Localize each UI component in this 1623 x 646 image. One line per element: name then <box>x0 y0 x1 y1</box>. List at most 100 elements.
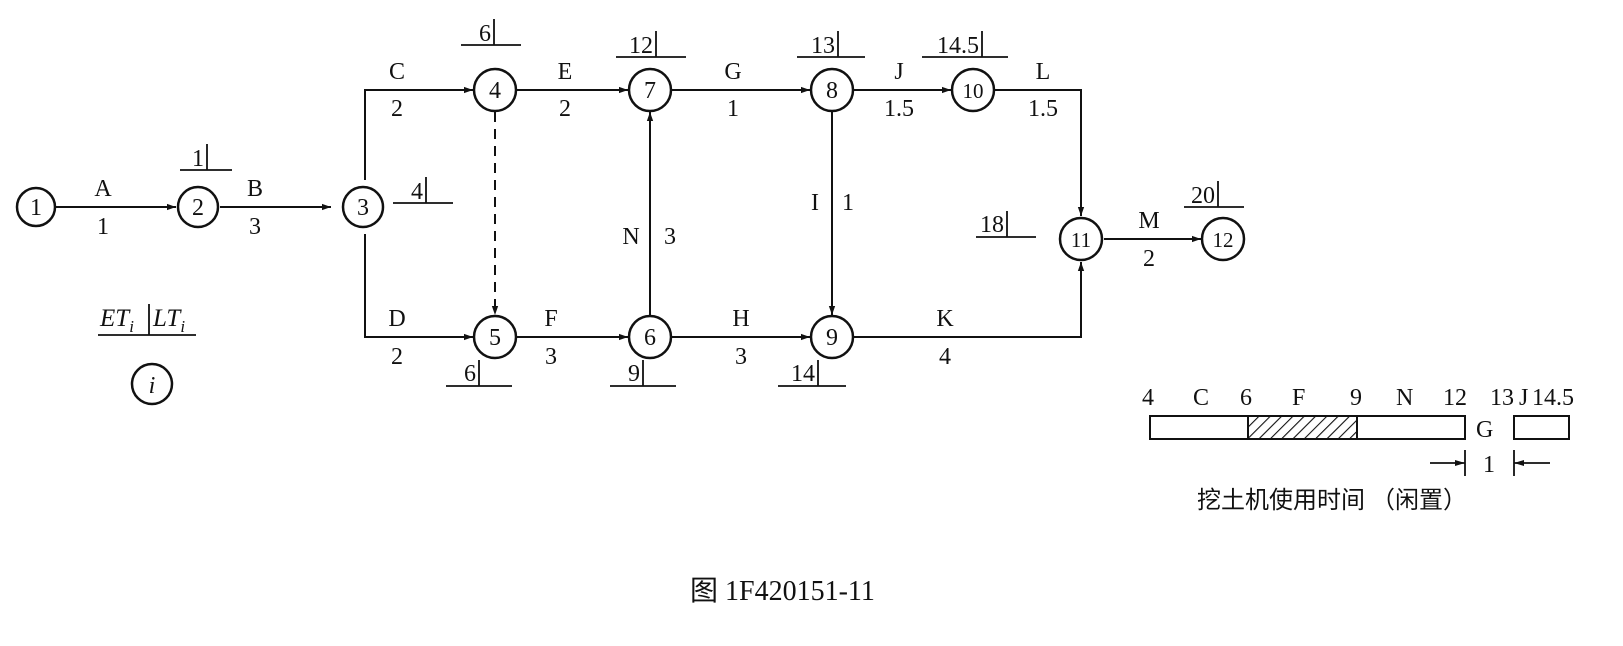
activity-label-H: H <box>732 306 749 332</box>
node-8-time-bracket <box>797 31 865 58</box>
node-3-time: 4 <box>411 179 423 205</box>
node-3-label: 3 <box>357 195 369 221</box>
node-12-time: 20 <box>1191 183 1215 209</box>
node-4-time: 6 <box>479 21 491 47</box>
node-3-circle <box>341 185 385 229</box>
timeline-label-N: N <box>1396 385 1413 411</box>
legend-et: ETi <box>99 305 134 336</box>
activity-duration-A: 1 <box>97 214 109 240</box>
node-11-time-bracket <box>976 211 1036 238</box>
node-6-time: 9 <box>628 361 640 387</box>
node-9-time-bracket <box>778 360 846 387</box>
timeline-label-C: C <box>1193 385 1209 411</box>
node-1-circle <box>15 186 57 228</box>
activity-label-F: F <box>544 306 557 332</box>
activity-duration-I: 1 <box>842 190 854 216</box>
node-8-circle <box>809 67 855 113</box>
node-10-circle <box>950 67 996 113</box>
node-12-circle <box>1200 216 1246 262</box>
activity-label-A: A <box>94 176 112 202</box>
activity-duration-G: 1 <box>727 96 739 122</box>
node-7-time-bracket <box>616 31 686 58</box>
activity-label-N: N <box>622 224 639 250</box>
activity-arrow-D <box>364 234 473 341</box>
node-8-time: 13 <box>811 33 835 59</box>
activity-label-M: M <box>1138 208 1159 234</box>
timeline-label-F: F <box>1292 385 1305 411</box>
node-5-label: 5 <box>489 325 501 351</box>
node-2-circle <box>176 185 220 229</box>
activity-duration-E: 2 <box>559 96 571 122</box>
timeline-bar-C <box>1149 415 1249 440</box>
node-11-time: 18 <box>980 212 1004 238</box>
node-6-circle <box>627 314 673 360</box>
legend-time-bracket <box>98 304 196 336</box>
node-10-label: 10 <box>963 79 984 103</box>
timeline-tick-13: 13 <box>1490 385 1514 411</box>
node-6-label: 6 <box>644 325 656 351</box>
activity-duration-B: 3 <box>249 214 261 240</box>
legend-node-circle <box>130 362 174 406</box>
timeline-gap-label: G <box>1476 417 1493 443</box>
activity-duration-H: 3 <box>735 344 747 370</box>
activity-duration-D: 2 <box>391 344 403 370</box>
node-8-label: 8 <box>826 78 838 104</box>
node-7-time: 12 <box>629 33 653 59</box>
node-4-time-bracket <box>461 19 521 46</box>
activity-label-E: E <box>558 59 573 85</box>
node-9-circle <box>809 314 855 360</box>
timeline-tick-9: 9 <box>1350 385 1362 411</box>
activity-arrow-L <box>995 89 1085 216</box>
node-7-label: 7 <box>644 78 656 104</box>
timeline-tick-12: 12 <box>1443 385 1467 411</box>
activity-label-G: G <box>724 59 741 85</box>
node-5-time-bracket <box>446 360 512 387</box>
activity-duration-K: 4 <box>939 344 951 370</box>
activity-duration-L: 1.5 <box>1028 96 1058 122</box>
figure-caption: 图 1F420151-11 <box>690 576 875 607</box>
node-5-time: 6 <box>464 361 476 387</box>
node-2-label: 2 <box>192 195 204 221</box>
activity-duration-N: 3 <box>664 224 676 250</box>
node-3-time-bracket <box>393 177 453 204</box>
activity-arrow-C <box>364 86 473 180</box>
activity-arrow-K <box>854 262 1085 338</box>
activity-label-L: L <box>1036 59 1051 85</box>
activity-label-C: C <box>389 59 405 85</box>
node-6-time-bracket <box>610 360 676 387</box>
timeline-label-J: J <box>1519 385 1528 411</box>
activity-label-J: J <box>894 59 903 85</box>
node-12-label: 12 <box>1213 228 1234 252</box>
timeline-tick-6: 6 <box>1240 385 1252 411</box>
activity-duration-J: 1.5 <box>884 96 914 122</box>
activity-duration-C: 2 <box>391 96 403 122</box>
node-4-label: 4 <box>489 78 501 104</box>
legend-node-label: i <box>149 373 156 399</box>
node-10-time-bracket <box>922 31 1008 58</box>
node-10-time: 14.5 <box>937 33 979 59</box>
timeline-bar-J <box>1513 415 1570 440</box>
node-2-time: 1 <box>192 146 204 172</box>
activity-label-I: I <box>811 190 819 216</box>
node-11-label: 11 <box>1071 228 1091 252</box>
node-1-label: 1 <box>30 195 42 221</box>
timeline-tick-4: 4 <box>1142 385 1154 411</box>
timeline-bar-F <box>1247 415 1358 440</box>
node-2-time-bracket <box>180 144 232 171</box>
legend-lt: LTi <box>152 305 185 336</box>
node-4-circle <box>472 67 518 113</box>
node-5-circle <box>472 314 518 360</box>
timeline-bar-N <box>1356 415 1466 440</box>
timeline-caption: 挖土机使用时间 （闲置） <box>1197 487 1467 514</box>
timeline-tick-14-5: 14.5 <box>1532 385 1574 411</box>
node-9-time: 14 <box>791 361 815 387</box>
node-9-label: 9 <box>826 325 838 351</box>
excavator-timeline: 4 6 9 12 13 C F N J 14.5 G 1 挖土机使用时间 （闲置… <box>1142 385 1574 514</box>
activity-duration-M: 2 <box>1143 246 1155 272</box>
node-7-circle <box>627 67 673 113</box>
node-12-time-bracket <box>1184 181 1244 208</box>
activity-label-K: K <box>936 306 954 332</box>
activity-label-D: D <box>388 306 405 332</box>
